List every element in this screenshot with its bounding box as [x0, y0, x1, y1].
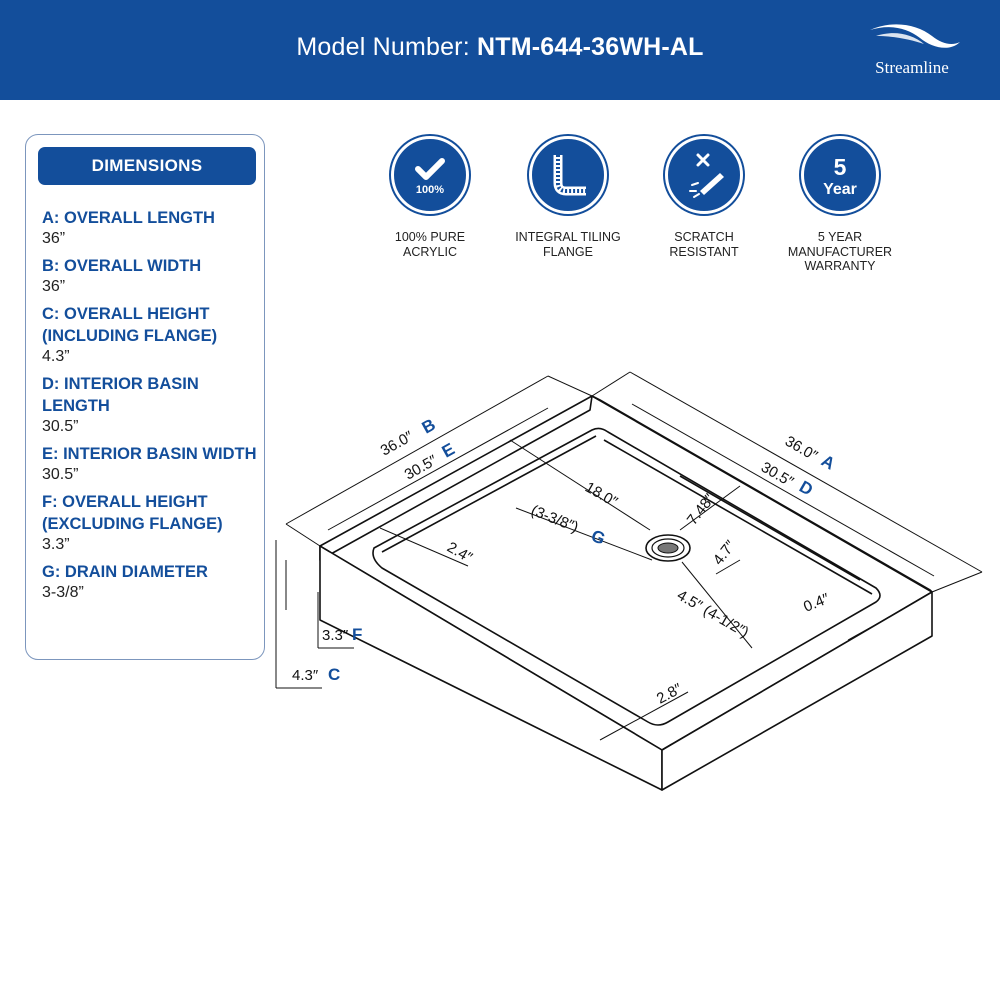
base-outline — [319, 395, 933, 791]
label-overall-width: 36.0″ — [378, 428, 417, 460]
dimension-label: E: INTERIOR BASIN WIDTH — [42, 445, 257, 463]
model-number-value: NTM-644-36WH-AL — [477, 33, 704, 61]
dimension-value: 3.3” — [42, 536, 70, 553]
checkmark-icon: 100% — [391, 136, 469, 214]
scratch-resistant-icon — [665, 136, 743, 214]
warranty-icon: 5 Year — [801, 136, 879, 214]
feature-label: 100% PURE ACRYLIC — [394, 230, 466, 259]
dimension-item-d: D: INTERIOR BASIN LENGTH 30.5” — [42, 373, 262, 436]
brand-name: Streamline — [875, 58, 949, 77]
tiling-flange-icon — [529, 136, 607, 214]
model-number-title: Model Number: NTM-644-36WH-AL — [0, 33, 1000, 62]
dimension-item-b: B: OVERALL WIDTH 36” — [42, 255, 262, 296]
dimension-item-c: C: OVERALL HEIGHT (INCLUDING FLANGE) 4.3… — [42, 303, 262, 366]
feature-label: 5 YEAR MANUFACTURER WARRANTY — [787, 230, 893, 273]
dimension-item-f: F: OVERALL HEIGHT (EXCLUDING FLANGE) 3.3… — [42, 491, 262, 554]
feature-label: SCRATCH RESISTANT — [669, 230, 739, 259]
dimension-item-a: A: OVERALL LENGTH 36” — [42, 207, 262, 248]
dimension-value: 3-3/8” — [42, 584, 84, 601]
dimension-label: B: OVERALL WIDTH — [42, 257, 202, 275]
label-letter-e: E — [439, 439, 458, 461]
dimension-lines — [275, 371, 983, 741]
dimension-label: G: DRAIN DIAMETER — [42, 563, 208, 581]
acrylic-badge: 100% — [416, 184, 444, 196]
dimensions-title: DIMENSIONS — [38, 147, 256, 185]
warranty-year: Year — [823, 181, 857, 198]
label-letter-a: A — [818, 451, 838, 474]
dimension-value: 36” — [42, 230, 66, 247]
dimension-value: 30.5” — [42, 466, 79, 483]
dimension-value: 30.5” — [42, 418, 79, 435]
warranty-number: 5 — [834, 154, 847, 180]
label-height-excl-flange: 3.3″ — [322, 627, 349, 644]
drain — [645, 534, 691, 562]
dimension-label: D: INTERIOR BASIN LENGTH — [42, 375, 199, 415]
dimension-item-e: E: INTERIOR BASIN WIDTH 30.5” — [42, 443, 262, 484]
header-bar: Model Number: NTM-644-36WH-AL Streamline — [0, 0, 1000, 100]
feature-warranty: 5 Year 5 YEAR MANUFACTURER WARRANTY — [780, 136, 900, 274]
label-letter-f: F — [352, 625, 362, 644]
feature-scratch-resistant: SCRATCH RESISTANT — [644, 136, 764, 259]
streamline-logo: Streamline — [862, 18, 962, 88]
label-height-incl-flange: 4.3″ — [292, 667, 319, 684]
wave-icon — [870, 24, 960, 48]
dimensions-list: A: OVERALL LENGTH 36” B: OVERALL WIDTH 3… — [42, 207, 262, 609]
dimensions-panel: DIMENSIONS A: OVERALL LENGTH 36” B: OVER… — [25, 134, 265, 660]
label-letter-d: D — [796, 477, 816, 500]
model-number-label: Model Number: — [296, 33, 478, 61]
dimension-value: 36” — [42, 278, 66, 295]
dimension-label: F: OVERALL HEIGHT (EXCLUDING FLANGE) — [42, 493, 223, 533]
feature-label: INTEGRAL TILING FLANGE — [515, 230, 621, 259]
label-letter-c: C — [328, 665, 340, 684]
feature-tiling-flange: INTEGRAL TILING FLANGE — [508, 136, 628, 259]
dimension-item-g: G: DRAIN DIAMETER 3-3/8” — [42, 561, 262, 602]
dimension-label: C: OVERALL HEIGHT (INCLUDING FLANGE) — [42, 305, 218, 345]
label-overall-length: 36.0″ — [782, 433, 821, 465]
dimension-value: 4.3” — [42, 348, 70, 365]
label-letter-g: G — [589, 526, 608, 549]
label-letter-b: B — [419, 415, 439, 438]
feature-acrylic: 100% 100% PURE ACRYLIC — [370, 136, 490, 259]
dimension-label: A: OVERALL LENGTH — [42, 209, 215, 227]
